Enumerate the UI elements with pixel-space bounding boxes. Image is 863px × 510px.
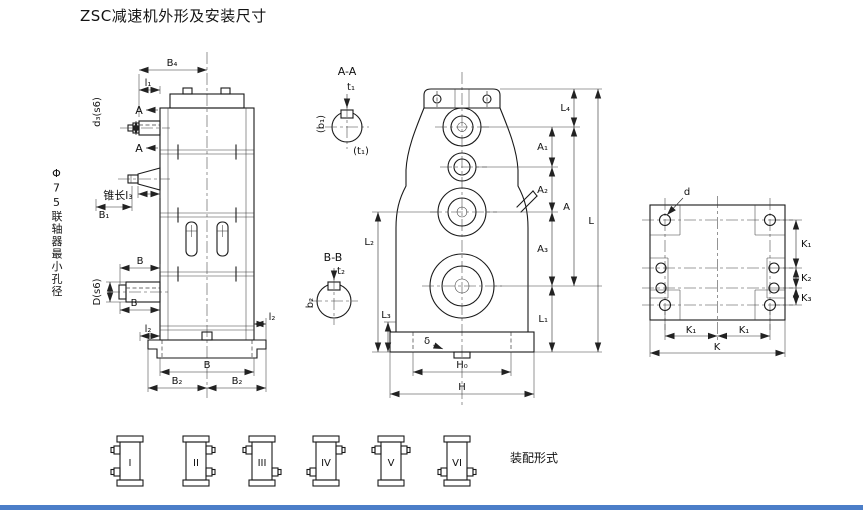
dim-a2-label: A₂	[537, 185, 548, 196]
assembly-caption: 装配形式	[510, 451, 558, 465]
dim-b4-label: B₄	[167, 58, 178, 69]
dim-l4-label: L₄	[560, 103, 570, 114]
assembly-variant-4: IV	[306, 435, 346, 487]
mounting-hole	[658, 213, 672, 227]
dim-b1-label: B₁	[99, 210, 110, 221]
mounting-hole	[658, 298, 672, 312]
page-bottom-rule	[0, 505, 863, 510]
dim-k1-right-label: K₁	[801, 239, 812, 250]
dim-b-lower-label: B	[131, 298, 138, 309]
base-view: d K₁ K₂ K₃ K₁ K₁ K	[642, 187, 812, 357]
mounting-hole	[655, 282, 667, 294]
dim-d3-label: d₃(s6)	[92, 97, 103, 127]
dim-l-label: L	[588, 216, 594, 227]
dim-a-label: A	[563, 202, 570, 213]
assembly-variant-6: VI	[437, 435, 477, 487]
dim-a1-label: A₁	[537, 142, 548, 153]
dim-l2-label: L₂	[364, 237, 374, 248]
assembly-variant-label: V	[388, 458, 395, 469]
assembly-variant-3: III	[242, 435, 282, 487]
input-shaft	[120, 120, 170, 136]
dim-b-bottom-label: B	[204, 360, 211, 371]
mounting-hole	[768, 282, 780, 294]
assembly-variant-1: I	[110, 435, 144, 487]
section-bb-title: B-B	[324, 251, 343, 264]
dim-k2-label: K₂	[801, 273, 812, 284]
assembly-variant-label: I	[129, 458, 132, 469]
oil-dipstick	[516, 190, 538, 213]
dim-d-label: d	[684, 187, 690, 198]
assembly-variants: I II III IV	[110, 435, 558, 487]
assembly-variant-label: II	[193, 458, 199, 469]
mounting-hole	[763, 213, 777, 227]
dim-l1-label: L₁	[538, 314, 548, 325]
dim-l2-left-label: l₂	[145, 324, 152, 335]
mounting-hole	[655, 262, 667, 274]
assembly-variant-label: VI	[452, 458, 462, 469]
dim-l2-right-label: l₂	[269, 312, 276, 323]
dim-t2-label: t₂	[337, 266, 345, 277]
dim-b2-keyway-label: b₂	[305, 298, 316, 308]
assembly-variant-2: II	[182, 435, 216, 487]
dim-b2-right-label: B₂	[232, 376, 243, 387]
dim-h0-label: H₀	[456, 360, 468, 371]
bearing-cover-left	[185, 221, 198, 257]
drain-plug	[201, 331, 213, 341]
dim-b-upper-label: B	[137, 256, 144, 267]
section-aa: A-A t₁ (b₁) (t₁)	[316, 65, 369, 157]
dim-k3-label: K₃	[801, 293, 812, 304]
assembly-variant-5: V	[371, 435, 411, 487]
dim-a3-label: A₃	[537, 244, 548, 255]
assembly-variant-label: III	[258, 458, 267, 469]
section-marker-a-top: A	[135, 104, 143, 117]
dim-h-label: H	[458, 382, 466, 393]
cone-shaft	[118, 167, 170, 191]
assembly-variant-label: IV	[321, 458, 331, 469]
mounting-hole	[763, 298, 777, 312]
dim-t1-bottom-label: (t₁)	[353, 146, 369, 157]
dim-D-label: D(s6)	[92, 278, 103, 305]
mounting-hole	[768, 262, 780, 274]
dim-b2-left-label: B₂	[172, 376, 183, 387]
section-bb: B-B t₂ b₂	[305, 251, 358, 325]
cone-length-label: 锥长l₃	[103, 189, 132, 202]
section-aa-title: A-A	[338, 65, 357, 78]
dim-k1-bottom-right-label: K₁	[739, 325, 750, 336]
dim-delta-label: δ	[424, 336, 430, 347]
dim-l1-label: l₁	[145, 78, 152, 89]
dim-k-label: K	[714, 342, 721, 353]
dim-t1-top-label: t₁	[347, 82, 355, 93]
dim-l3-label: L₃	[381, 310, 391, 321]
bearing-cover-right	[216, 221, 229, 257]
dim-b1-keyway-label: (b₁)	[316, 115, 327, 133]
page-title: ZSC减速机外形及安装尺寸	[80, 7, 267, 25]
side-view: B₄ l₁ d₃(s6) A A 锥长l₃ B₁ D(s6) B B	[92, 52, 275, 398]
dim-k1-bottom-left-label: K₁	[686, 325, 697, 336]
output-shaft	[108, 281, 170, 303]
section-marker-a-bottom: A	[135, 142, 143, 155]
coupling-min-bore-note: Φ75联轴器最小孔径	[50, 167, 63, 298]
front-view: δ A₁ A₂ A₃ L₁ L₄ A	[364, 72, 602, 408]
